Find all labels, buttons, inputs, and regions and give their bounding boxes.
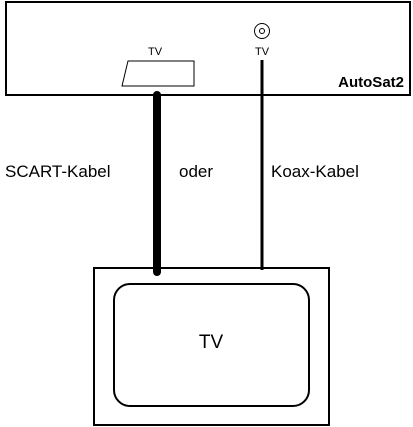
receiver-device: TV TV AutoSat2 <box>5 1 411 96</box>
scart-connector-icon <box>121 60 195 87</box>
tv-label: TV <box>199 332 224 353</box>
receiver-brand-label: AutoSat2 <box>338 74 404 91</box>
tv-screen <box>113 283 310 407</box>
coax-cable-label: Koax-Kabel <box>271 162 359 181</box>
scart-cable-label: SCART-Kabel <box>5 162 111 181</box>
coax-port-label: TV <box>255 46 270 58</box>
coax-connector-outer-icon <box>254 23 270 39</box>
coax-connector-inner-icon <box>259 28 265 34</box>
scart-port-label: TV <box>148 46 163 58</box>
scart-port: TV <box>121 46 195 87</box>
television: TV <box>93 267 330 426</box>
tv-housing <box>93 267 330 426</box>
receiver-housing <box>5 1 411 96</box>
coax-port: TV <box>254 23 270 58</box>
or-label: oder <box>179 162 213 181</box>
